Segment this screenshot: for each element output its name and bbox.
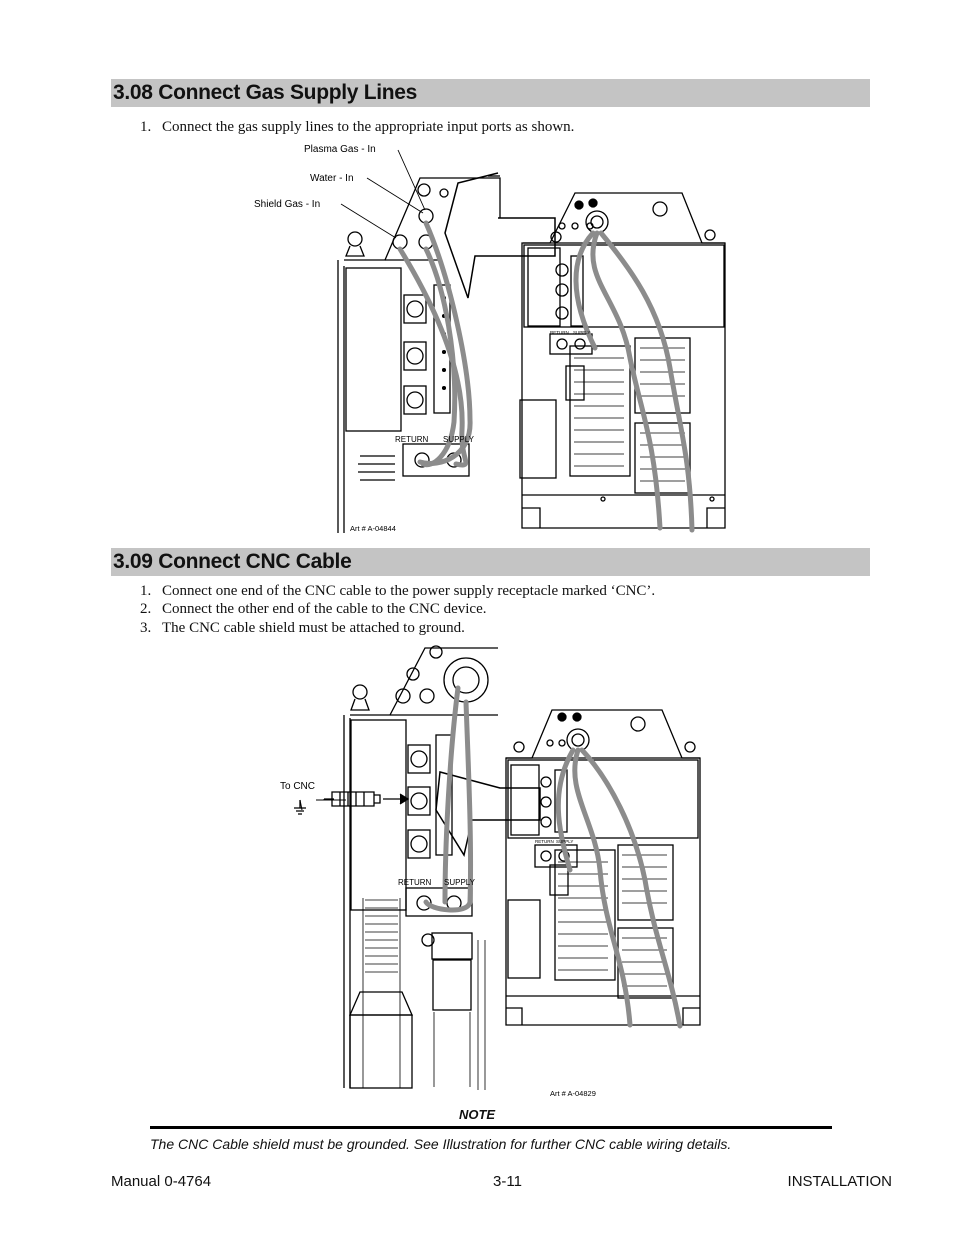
supply-label-small: SUPPLY	[556, 839, 573, 844]
step-text: Connect the gas supply lines to the appr…	[162, 119, 575, 135]
shield-gas-label: Shield Gas - In	[254, 199, 320, 210]
note-divider	[150, 1126, 832, 1129]
supply-label: SUPPLY	[444, 878, 476, 887]
plasma-gas-label: Plasma Gas - In	[304, 144, 376, 155]
supply-label-small: SUPPLY	[573, 330, 590, 335]
step-item: 3. The CNC cable shield must be attached …	[140, 619, 465, 638]
step-text: Connect one end of the CNC cable to the …	[162, 583, 656, 599]
return-label: RETURN	[395, 435, 429, 444]
art-number: Art # A-04844	[350, 524, 396, 533]
section-header-3-08: 3.08 Connect Gas Supply Lines	[111, 79, 870, 107]
supply-label: SUPPLY	[443, 435, 475, 444]
section-header-3-09: 3.09 Connect CNC Cable	[111, 548, 870, 576]
step-number: 1.	[140, 119, 152, 135]
step-text: Connect the other end of the cable to th…	[162, 601, 487, 617]
gas-connection-diagram: Plasma Gas - In Water - In Shield Gas - …	[254, 144, 726, 533]
footer-section-name: INSTALLATION	[787, 1173, 892, 1190]
footer-page-number: 3-11	[493, 1173, 522, 1190]
cnc-connection-diagram: To CNC RETURN SUPPLY RETURN SUPPLY Art #…	[280, 645, 701, 1098]
step-item: 2. Connect the other end of the cable to …	[140, 600, 486, 619]
cnc-receptacle-icon	[410, 792, 428, 810]
step-item: 1. Connect the gas supply lines to the ap…	[140, 118, 574, 137]
step-number: 2.	[140, 601, 152, 617]
to-cnc-label: To CNC	[280, 781, 315, 792]
return-label-small: RETURN	[535, 839, 554, 844]
section-title: 3.09 Connect CNC Cable	[113, 550, 352, 573]
note-title: NOTE	[458, 1107, 496, 1122]
section-title: 3.08 Connect Gas Supply Lines	[113, 81, 418, 104]
art-number: Art # A-04829	[550, 1089, 596, 1098]
step-number: 1.	[140, 583, 152, 599]
step-number: 3.	[140, 620, 152, 636]
note-text: The CNC Cable shield must be grounded. S…	[150, 1136, 732, 1152]
step-item: 1. Connect one end of the CNC cable to th…	[140, 582, 655, 601]
return-label-small: RETURN	[550, 330, 569, 335]
step-text: The CNC cable shield must be attached to…	[162, 620, 465, 636]
footer-manual-number: Manual 0-4764	[111, 1173, 212, 1190]
return-label: RETURN	[398, 878, 432, 887]
water-label: Water - In	[310, 173, 354, 184]
